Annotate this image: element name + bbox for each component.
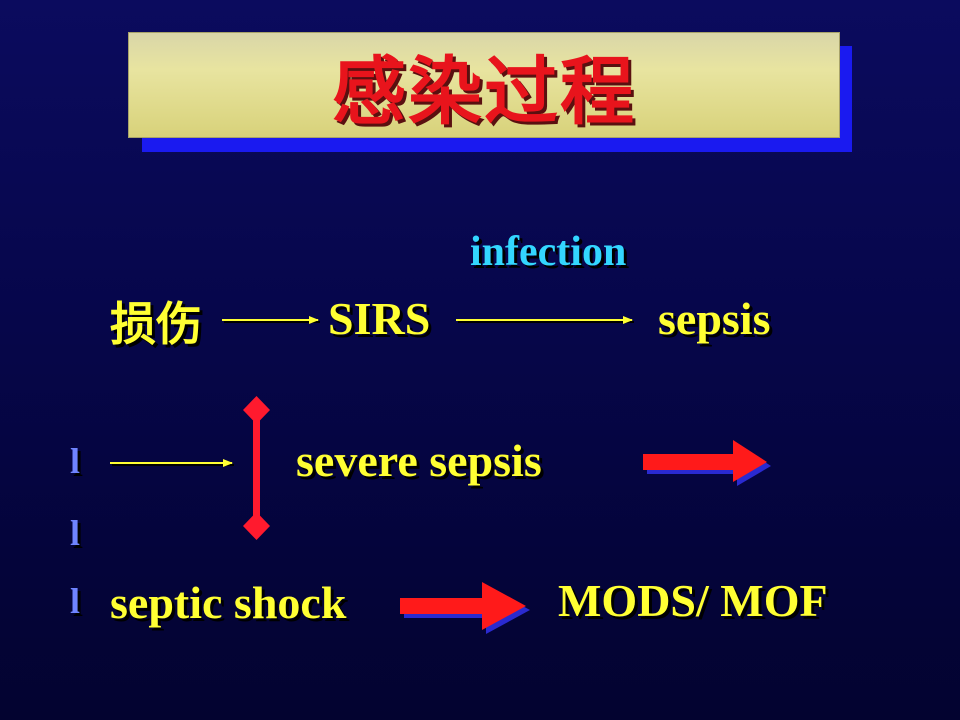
arrow-bullet-to-severe: [110, 459, 234, 467]
septic-shock-label: septic shock: [110, 577, 347, 628]
sepsis-label: sepsis: [658, 293, 771, 344]
slide-title: 感染过程: [332, 48, 636, 135]
title-box: 感染过程: [128, 32, 840, 138]
arrow-sirs-to-sepsis: [456, 316, 634, 324]
mods-mof-label: MODS/ MOF: [558, 575, 828, 626]
severe-sepsis-label: severe sepsis: [296, 435, 542, 486]
double-arrow-vertical: [243, 396, 270, 540]
bold-arrow-septic-shock: [400, 582, 530, 634]
bullet-3: l: [70, 581, 81, 621]
arrow-injury-to-sirs: [222, 316, 320, 324]
bold-arrow-severe-sepsis: [643, 440, 771, 486]
injury-label: 损伤: [110, 297, 202, 351]
bullet-2: l: [70, 513, 81, 553]
infection-label: infection: [470, 229, 627, 275]
bullet-1: l: [70, 441, 81, 481]
sirs-label: SIRS: [328, 293, 431, 344]
